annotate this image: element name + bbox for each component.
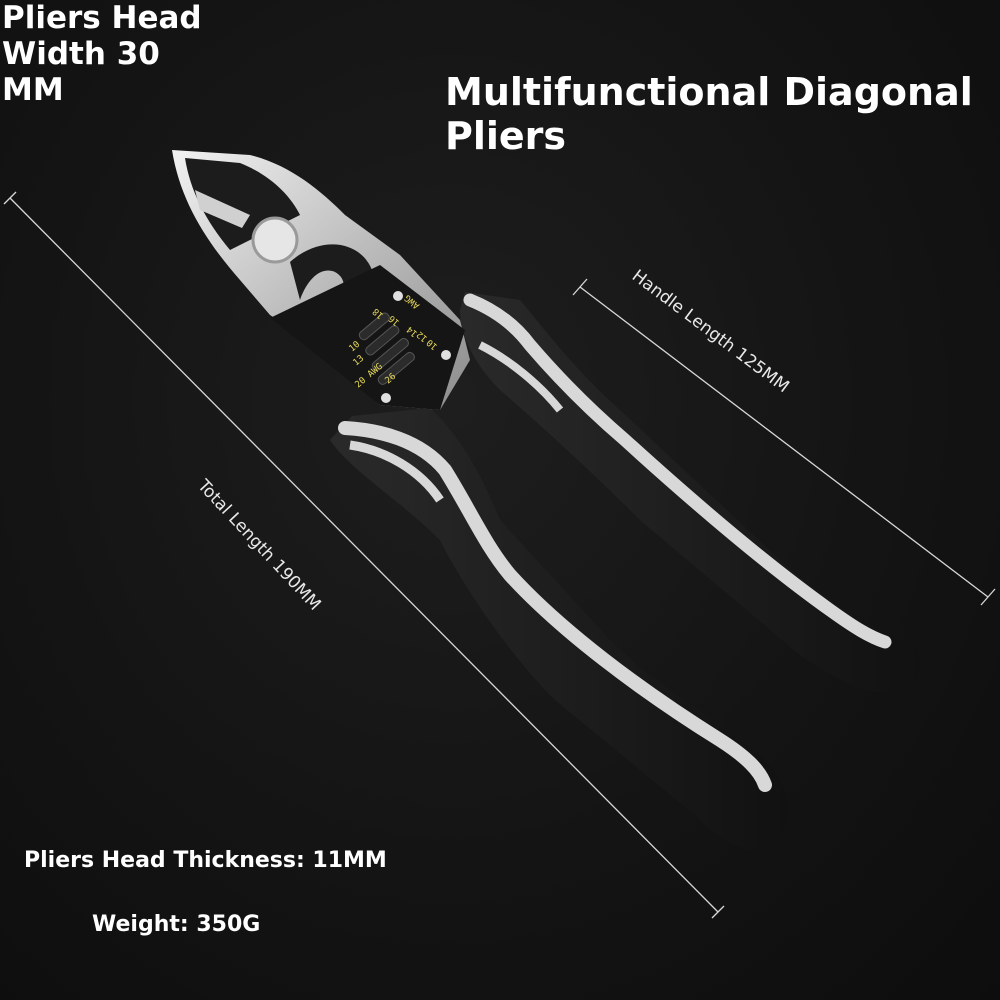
pliers-head: 18 16 14 12 10 AWG 10 13 20 AWG 26 (172, 150, 470, 410)
lower-handle (330, 408, 789, 850)
weight-label: Weight: 350G (92, 912, 261, 937)
head-width-label: Pliers Head Width 30 MM (2, 0, 202, 108)
upper-handle (460, 292, 921, 693)
total-length-dimension-line (3, 191, 725, 919)
handle-length-dimension-line (572, 278, 996, 606)
product-title: Multifunctional Diagonal Pliers (445, 70, 973, 158)
head-thickness-label: Pliers Head Thickness: 11MM (24, 848, 387, 873)
